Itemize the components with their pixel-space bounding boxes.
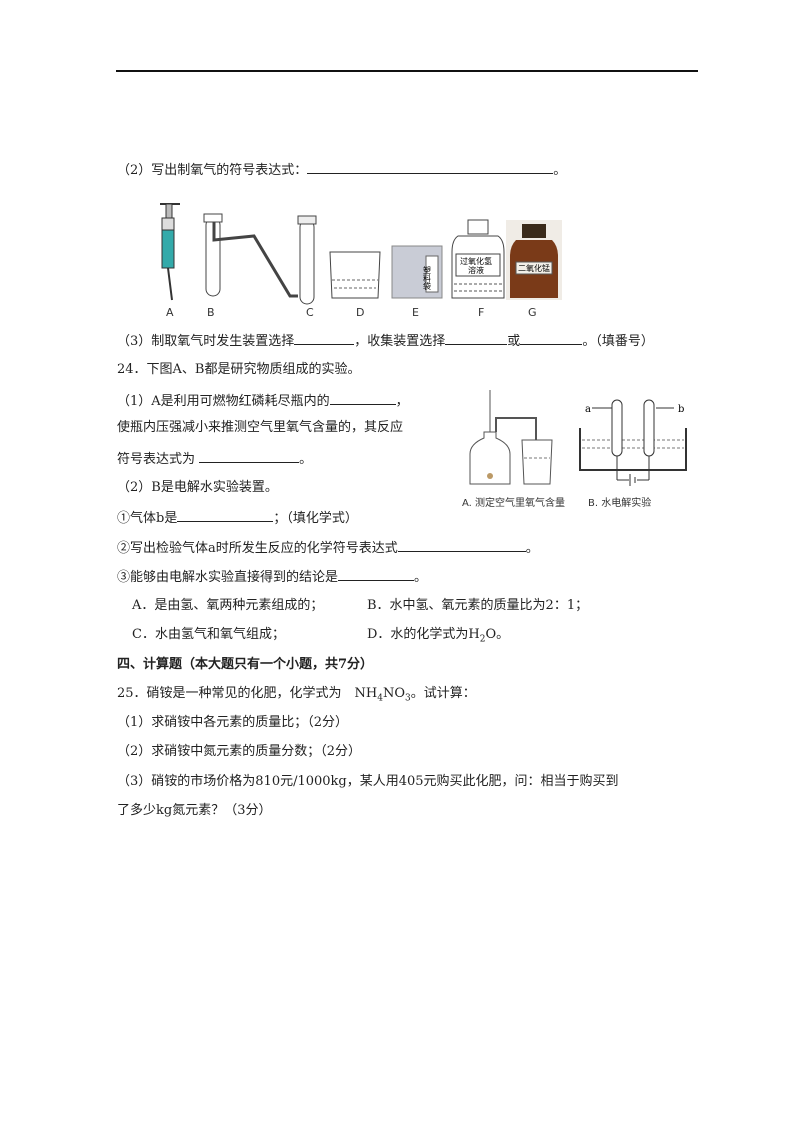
q25-part2: （2）求硝铵中氮元素的质量分数；（2分） [117, 744, 362, 759]
test-tube-with-delivery-tube-icon [203, 213, 298, 298]
answer-blank[interactable] [520, 330, 583, 345]
experiment-figure: a b [469, 390, 687, 486]
equipment-label-d: D [356, 306, 365, 319]
equipment-label-e: E [412, 306, 419, 319]
answer-blank[interactable] [199, 448, 300, 463]
q23-part3: （3）制取氧气时发生装置选择，收集装置选择或。（填番号） [117, 330, 654, 352]
equipment-label-c: C [306, 306, 314, 319]
beaker-icon [329, 251, 381, 299]
q24-part1-line3: 符号表达式为 。 [117, 448, 312, 470]
q23-part2: （2）写出制氧气的符号表达式：。 [117, 159, 566, 181]
q25-part1: （1）求硝铵中各元素的质量比；（2分） [117, 715, 349, 730]
q24-option-d: D．水的化学式为H2O。 [367, 627, 510, 645]
equipment-label-f: F [478, 306, 485, 319]
manganese-dioxide-bottle-icon: 二氧化锰 [506, 220, 562, 300]
q24-option-c: C．水由氢气和氧气组成； [132, 627, 285, 642]
equipment-label-a: A [166, 306, 174, 319]
svg-text:b: b [678, 404, 684, 415]
q24-part2: （2）B是电解水实验装置。 [117, 480, 278, 495]
syringe-icon [160, 203, 180, 301]
q24-option-a: A．是由氢、氧两种元素组成的； [132, 598, 324, 613]
q24-part1-line1: （1）A是利用可燃物红磷耗尽瓶内的， [117, 390, 409, 412]
svg-text:二氧化锰: 二氧化锰 [518, 263, 550, 273]
hydrogen-peroxide-bottle-icon: 过氧化氢 溶液 [451, 219, 505, 299]
svg-text:溶液: 溶液 [468, 265, 484, 275]
header-rule [116, 70, 698, 72]
plastic-bag-icon: 塑料袋 [391, 245, 443, 299]
answer-blank[interactable] [294, 330, 355, 345]
answer-blank[interactable] [329, 390, 396, 405]
q24-item2: ②写出检验气体a时所发生反应的化学符号表达式。 [117, 537, 539, 559]
equipment-label-g: G [528, 306, 537, 319]
svg-text:塑料袋: 塑料袋 [423, 266, 432, 291]
figure-b-caption: B. 水电解实验 [588, 498, 652, 509]
q25-part3-line1: （3）硝铵的市场价格为810元/1000kg，某人用405元购买此化肥，问：相当… [117, 774, 619, 789]
test-tube-icon [297, 215, 317, 305]
lab-equipment-figure: 塑料袋 过氧化氢 溶液 二氧化锰 [160, 203, 562, 305]
answer-blank[interactable] [445, 330, 508, 345]
q24-part1-line2: 使瓶内压强减小来推测空气里氧气含量的，其反应 [117, 420, 404, 435]
answer-blank[interactable] [338, 566, 415, 581]
figure-a-caption: A. 测定空气里氧气含量 [462, 498, 566, 509]
svg-text:a: a [585, 404, 591, 415]
answer-blank[interactable] [397, 537, 526, 552]
oxygen-content-apparatus-icon [469, 390, 553, 485]
q24-item1: ①气体b是；（填化学式） [117, 507, 358, 529]
q24-title: 24．下图A、B都是研究物质组成的实验。 [117, 362, 361, 377]
q24-item3: ③能够由电解水实验直接得到的结论是。 [117, 566, 427, 588]
equipment-label-b: B [207, 306, 215, 319]
answer-blank[interactable] [177, 507, 274, 522]
q25-part3-line2: 了多少kg氮元素？（3分） [117, 803, 272, 818]
section-4-title: 四、计算题（本大题只有一个小题，共7分） [117, 657, 374, 672]
q24-option-b: B．水中氢、氧元素的质量比为2：1； [367, 598, 589, 613]
q25-stem: 25．硝铵是一种常见的化肥，化学式为 NH4NO3。试计算： [117, 686, 476, 704]
water-electrolysis-apparatus-icon: a b [579, 399, 687, 486]
answer-blank[interactable] [307, 159, 554, 174]
svg-text:过氧化氢: 过氧化氢 [460, 256, 492, 266]
